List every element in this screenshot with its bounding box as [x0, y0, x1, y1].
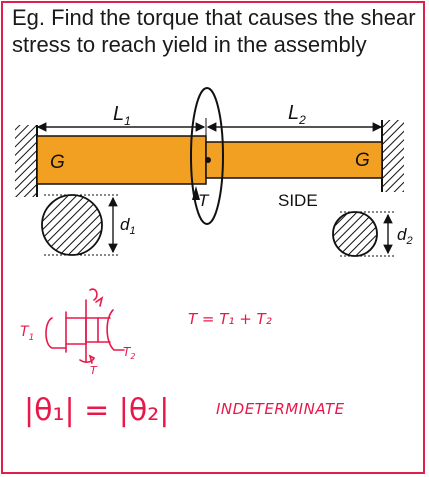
- label-g-left: G: [50, 152, 65, 173]
- note-equilibrium: T = T₁ + T₂: [188, 310, 272, 328]
- note-t-small: T: [90, 364, 98, 377]
- side-label: SIDE: [278, 191, 318, 210]
- left-wall: [15, 125, 37, 197]
- note-t1: T1: [20, 324, 34, 343]
- handwritten-fbd-sketch: [45, 288, 125, 364]
- label-g-right: G: [355, 150, 370, 171]
- label-d2: d2: [397, 225, 413, 247]
- note-t2: T2: [123, 345, 135, 361]
- note-compatibility: |θ₁| = |θ₂|: [24, 393, 169, 428]
- junction-dot: [205, 157, 211, 163]
- cross-section-right: [332, 211, 378, 257]
- label-d1: d1: [120, 215, 136, 237]
- problem-title: Eg. Find the torque that causes the shea…: [12, 5, 416, 57]
- label-torque: T: [198, 191, 210, 210]
- torque-arrow-icon: [192, 186, 200, 200]
- right-wall: [382, 120, 404, 192]
- torque-loop: [190, 87, 224, 225]
- label-l2: L2: [288, 102, 306, 127]
- note-indeterminate: INDETERMINATE: [216, 400, 345, 418]
- cross-section-left: [41, 194, 103, 256]
- label-l1: L1: [113, 103, 131, 128]
- shaft-segment-1: [36, 135, 207, 185]
